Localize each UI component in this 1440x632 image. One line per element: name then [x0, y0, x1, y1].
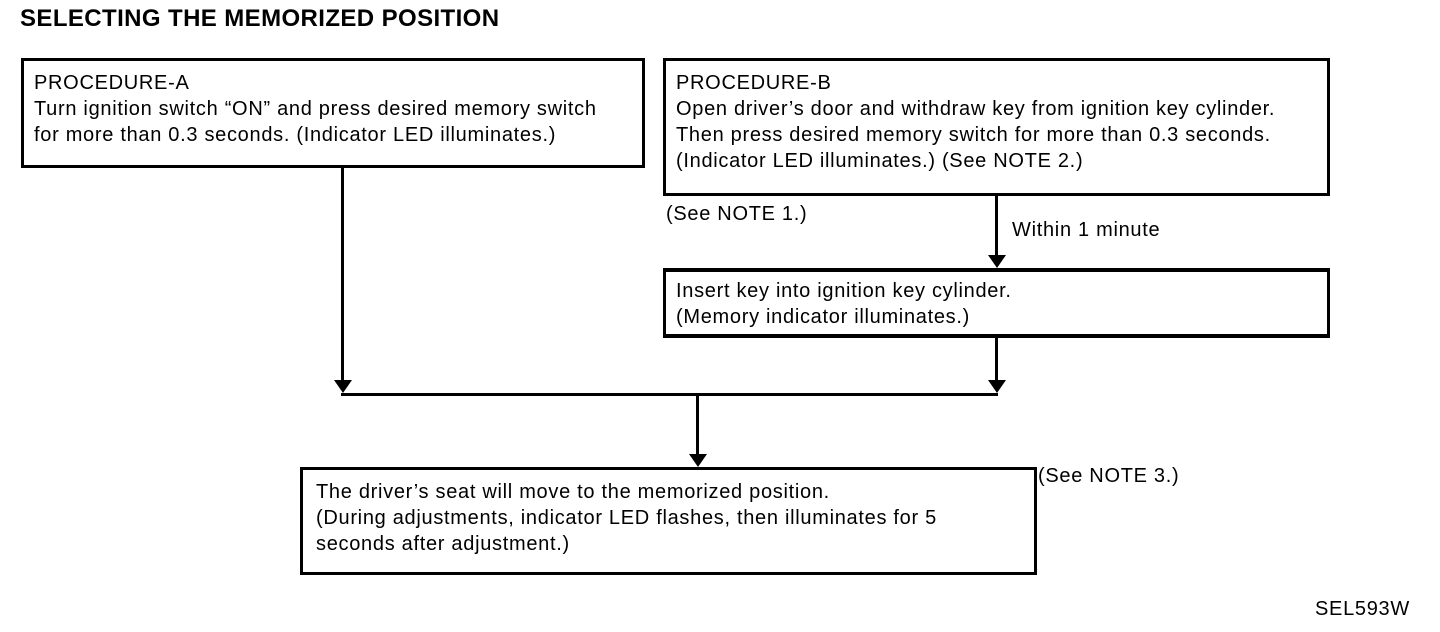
insert-key-line: Insert key into ignition key cylinder.	[676, 280, 1012, 302]
arrowhead-merge-to-result-icon	[689, 454, 707, 467]
procedure-b-heading: PROCEDURE-B	[676, 72, 832, 94]
procedure-b-line: (Indicator LED illuminates.) (See NOTE 2…	[676, 150, 1084, 172]
result-line: seconds after adjustment.)	[316, 533, 570, 555]
see-note-1-label: (See NOTE 1.)	[666, 203, 808, 225]
arrow-line-b-to-insert	[995, 196, 998, 255]
merge-connector-line	[341, 393, 998, 396]
result-line: (During adjustments, indicator LED flash…	[316, 507, 937, 529]
insert-key-box: Insert key into ignition key cylinder. (…	[663, 268, 1330, 338]
figure-code-label: SEL593W	[1315, 598, 1410, 620]
arrowhead-b-to-insert-icon	[988, 255, 1006, 268]
procedure-b-line: Then press desired memory switch for mor…	[676, 124, 1271, 146]
insert-key-line: (Memory indicator illuminates.)	[676, 306, 970, 328]
result-box: The driver’s seat will move to the memor…	[300, 467, 1037, 575]
within-1-minute-label: Within 1 minute	[1012, 219, 1161, 241]
arrowhead-insert-to-merge-icon	[988, 380, 1006, 393]
arrow-line-insert-to-merge	[995, 337, 998, 382]
arrow-line-a-to-merge	[341, 168, 344, 382]
arrow-line-merge-to-result	[696, 395, 699, 455]
see-note-3-label: (See NOTE 3.)	[1038, 465, 1180, 487]
procedure-a-box: PROCEDURE-A Turn ignition switch “ON” an…	[21, 58, 645, 168]
arrowhead-a-to-merge-icon	[334, 380, 352, 393]
result-line: The driver’s seat will move to the memor…	[316, 481, 830, 503]
procedure-b-box: PROCEDURE-B Open driver’s door and withd…	[663, 58, 1330, 196]
procedure-a-heading: PROCEDURE-A	[34, 72, 190, 94]
procedure-b-line: Open driver’s door and withdraw key from…	[676, 98, 1276, 120]
procedure-a-line: for more than 0.3 seconds. (Indicator LE…	[34, 124, 557, 146]
procedure-a-line: Turn ignition switch “ON” and press desi…	[34, 98, 597, 120]
page-title: SELECTING THE MEMORIZED POSITION	[20, 5, 500, 32]
